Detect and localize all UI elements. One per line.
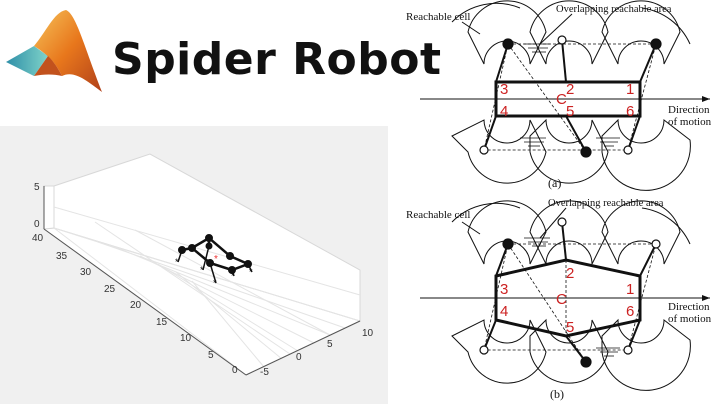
- arrow-head-icon: [702, 96, 710, 102]
- arrow-head-icon: [702, 295, 710, 301]
- center-label: C: [556, 291, 567, 308]
- leg-label: 4: [500, 103, 508, 120]
- gait-diagram-a: 1 2 3 4 5 6 C Reachable cell Overlapping…: [406, 0, 712, 191]
- leg-label: 3: [500, 81, 508, 98]
- y-tick-label: 40: [32, 233, 44, 244]
- leg-label: 2: [566, 265, 574, 282]
- plot-panel: 5 0 40 35 30 25 20 15 10 5 0 -5 0 5 10: [0, 126, 388, 404]
- x-tick-label: 5: [327, 339, 333, 350]
- pointer-line: [539, 207, 567, 239]
- caption-b: (b): [550, 387, 564, 401]
- x-tick-label: 0: [296, 352, 302, 363]
- caption-a: (a): [548, 176, 561, 190]
- foot-points-a: [479, 35, 662, 158]
- matlab-logo: [6, 10, 102, 92]
- overlap-hatch-b: [524, 237, 620, 357]
- center-label: C: [556, 91, 567, 108]
- y-tick-label: 10: [180, 333, 192, 344]
- robot-3d-plot: 5 0 40 35 30 25 20 15 10 5 0 -5 0 5 10: [32, 153, 374, 378]
- leg-label: 5: [566, 103, 574, 120]
- leg-label: 5: [566, 319, 574, 336]
- direction-label: Direction: [668, 301, 710, 313]
- spider-robot-model: * * * * * *: [175, 234, 253, 288]
- pointer-line: [461, 221, 481, 235]
- support-polygon-a: [483, 43, 657, 153]
- reachable-cells-b: [451, 200, 691, 391]
- svg-text:*: *: [213, 278, 217, 288]
- y-tick-label: 5: [208, 350, 214, 361]
- leg-label: 2: [566, 81, 574, 98]
- page-title: Spider Robot: [112, 34, 442, 85]
- leg-label: 6: [626, 103, 634, 120]
- x-tick-label: -5: [260, 367, 269, 378]
- plot-axes: [43, 186, 361, 376]
- overlapping-area-label: Overlapping reachable area: [548, 198, 664, 209]
- plot-gridlines: [53, 206, 361, 376]
- x-tick-label: 10: [362, 328, 374, 339]
- y-tick-label: 0: [232, 365, 238, 376]
- leg-label: 1: [626, 81, 634, 98]
- leg-label: 4: [500, 303, 508, 320]
- pointer-line: [461, 21, 481, 35]
- leg-label: 3: [500, 281, 508, 298]
- y-tick-label: 25: [104, 284, 116, 295]
- leg-label: 6: [626, 303, 634, 320]
- svg-text:*: *: [200, 265, 204, 275]
- direction-label: of motion: [668, 313, 712, 325]
- foot-points-b: [479, 217, 661, 368]
- y-tick-label: 15: [156, 317, 168, 328]
- y-tick-label: 30: [80, 267, 92, 278]
- svg-text:*: *: [231, 271, 235, 281]
- svg-text:*: *: [214, 254, 218, 265]
- y-tick-label: 20: [130, 300, 142, 311]
- svg-text:*: *: [175, 257, 179, 267]
- gait-diagram-b: 1 2 3 4 5 6 C Reachable cell Overlapping…: [406, 198, 712, 401]
- overlapping-area-label: Overlapping reachable area: [556, 4, 672, 15]
- direction-label: Direction: [668, 104, 710, 116]
- y-tick-label: 35: [56, 251, 68, 262]
- plot-wall-left: [43, 185, 55, 230]
- reachable-cell-label: Reachable cell: [406, 209, 470, 221]
- reachable-cell-label: Reachable cell: [406, 11, 470, 23]
- svg-text:*: *: [249, 267, 253, 277]
- leg-label: 1: [626, 281, 634, 298]
- z-tick-label: 5: [34, 182, 40, 193]
- pointer-line: [539, 13, 573, 45]
- legs-b: [483, 221, 657, 363]
- legs-a: [483, 39, 657, 153]
- direction-label: of motion: [668, 116, 712, 128]
- z-tick-label: 0: [34, 219, 40, 230]
